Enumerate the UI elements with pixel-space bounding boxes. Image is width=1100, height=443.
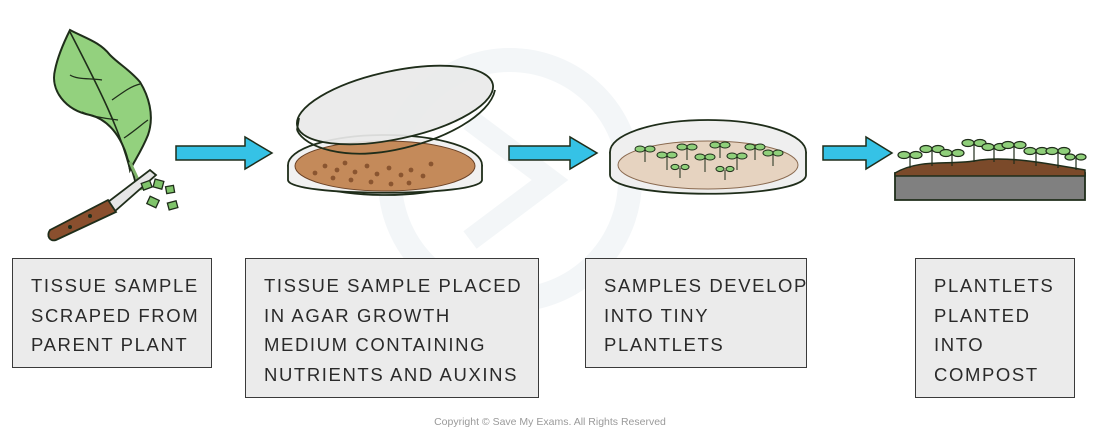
step-2-text: IN AGAR GROWTH xyxy=(264,304,451,326)
parent-plant-illustration xyxy=(47,28,179,242)
step-4-text: PLANTED xyxy=(934,304,1031,326)
seedling-tray-icon xyxy=(894,138,1087,201)
step-4-box: PLANTLETS PLANTED INTO COMPOST xyxy=(915,258,1075,398)
step-2-text: NUTRIENTS AND AUXINS xyxy=(264,363,519,385)
petri-dish-plantlets-illustration xyxy=(609,119,807,195)
leaf-icon xyxy=(53,28,152,191)
copyright-notice: Copyright © Save My Exams. All Rights Re… xyxy=(434,416,666,428)
step-2-text: TISSUE SAMPLE PLACED xyxy=(264,275,523,296)
step-2-text: MEDIUM CONTAINING xyxy=(264,334,487,355)
step-3-box: SAMPLES DEVELOP INTO TINY PLANTLETS xyxy=(585,258,807,368)
step-2-box: TISSUE SAMPLE PLACED IN AGAR GROWTH MEDI… xyxy=(245,258,539,398)
arrow-right-icon xyxy=(822,135,894,171)
step-3-text: SAMPLES DEVELOP xyxy=(604,275,808,296)
arrow-right-icon xyxy=(175,135,274,171)
step-3-text: PLANTLETS xyxy=(604,334,725,355)
step-4-text: INTO xyxy=(934,334,985,355)
step-1-text: PARENT PLANT xyxy=(31,334,189,355)
arrow-right-icon xyxy=(508,135,599,171)
petri-dish-icon xyxy=(287,64,496,196)
petri-dish-agar-illustration xyxy=(287,64,496,196)
petri-dish-icon xyxy=(609,119,807,195)
plantlets xyxy=(634,141,784,180)
step-1-box: TISSUE SAMPLE SCRAPED FROM PARENT PLANT xyxy=(12,258,212,368)
step-3-text: INTO TINY xyxy=(604,304,710,326)
compost-tray-illustration xyxy=(894,138,1087,201)
step-1-text: SCRAPED FROM xyxy=(31,304,200,326)
knife-icon xyxy=(47,168,158,242)
step-4-text: PLANTLETS xyxy=(934,275,1055,296)
tissue-fragments xyxy=(140,178,179,211)
step-1-text: TISSUE SAMPLE xyxy=(31,275,199,296)
step-4-text: COMPOST xyxy=(934,363,1039,385)
